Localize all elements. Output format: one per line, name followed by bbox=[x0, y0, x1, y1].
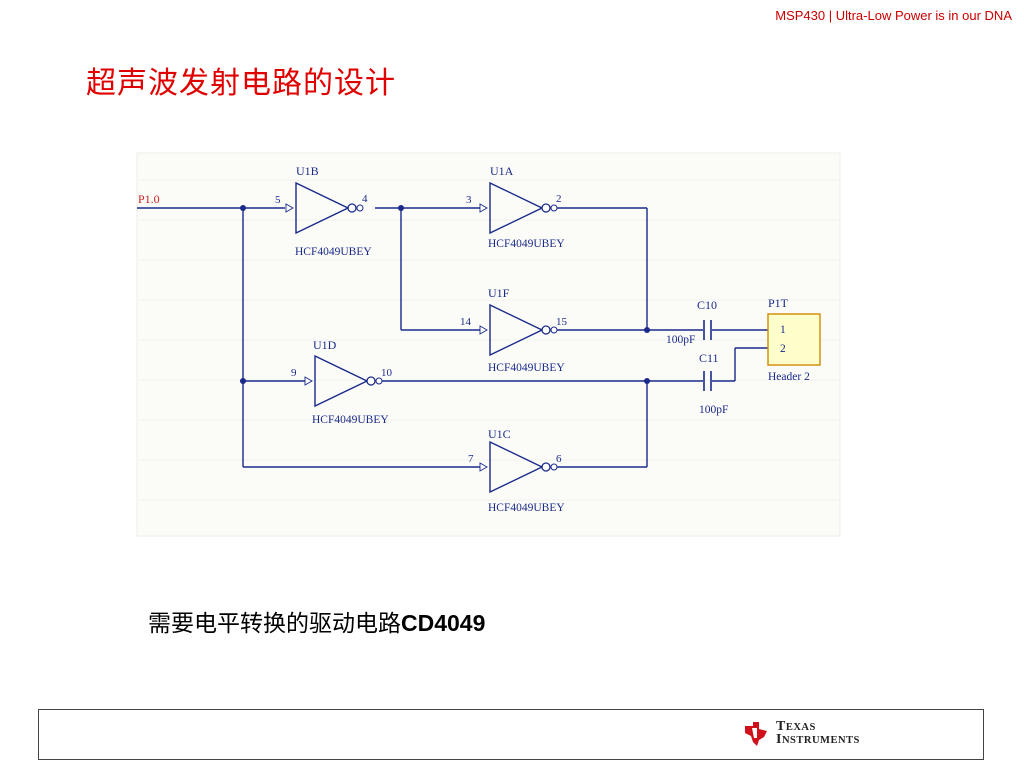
wires bbox=[137, 207, 768, 468]
junction-dot bbox=[398, 205, 404, 211]
junction-dot bbox=[644, 378, 650, 384]
ti-state-icon bbox=[745, 722, 767, 746]
caption: 需要电平转换的驱动电路CD4049 bbox=[148, 604, 485, 638]
header-p1t: P1T 1 2 Header 2 bbox=[767, 296, 821, 383]
header-ref: P1T bbox=[768, 296, 789, 310]
inverter-symbol bbox=[489, 440, 544, 494]
capacitor-value: 100pF bbox=[699, 404, 728, 416]
junction-dot bbox=[240, 378, 246, 384]
net-label-input: P1.0 bbox=[138, 192, 160, 206]
slide-title: 超声波发射电路的设计 bbox=[86, 66, 396, 101]
ti-logo: TEXAS INSTRUMENTS bbox=[742, 720, 860, 748]
pin-in: 14 bbox=[460, 316, 472, 328]
gate-part: HCF4049UBEY bbox=[295, 246, 372, 258]
header-body bbox=[767, 313, 821, 366]
gate-u1f: U1F HCF4049UBEY 14 15 bbox=[460, 286, 568, 374]
pin-out: 15 bbox=[556, 316, 568, 328]
ti-line1: TEXAS bbox=[776, 719, 816, 734]
gate-part: HCF4049UBEY bbox=[488, 238, 565, 250]
caption-text: 需要电平转换的驱动电路 bbox=[148, 611, 401, 637]
capacitor-c11: C11 100pF bbox=[699, 351, 728, 416]
header-pin2: 2 bbox=[780, 343, 786, 355]
pin-in: 5 bbox=[275, 194, 281, 206]
junctions bbox=[240, 205, 650, 384]
gate-u1b: U1B HCF4049UBEY 5 4 bbox=[275, 164, 372, 258]
junction-dot bbox=[644, 327, 650, 333]
gate-part: HCF4049UBEY bbox=[488, 502, 565, 514]
junction-dot bbox=[240, 205, 246, 211]
schematic-grid bbox=[137, 179, 840, 501]
gate-ref: U1C bbox=[488, 427, 511, 441]
schematic-background bbox=[136, 152, 841, 537]
capacitor-ref: C11 bbox=[699, 351, 719, 365]
capacitor-c10: C10 100pF bbox=[666, 298, 717, 346]
pin-out: 2 bbox=[556, 193, 562, 205]
pin-in: 9 bbox=[291, 367, 297, 379]
pin-in: 7 bbox=[468, 453, 474, 465]
pin-out: 10 bbox=[381, 367, 393, 379]
ti-wordmark: TEXAS INSTRUMENTS bbox=[776, 719, 860, 747]
gate-u1c: U1C HCF4049UBEY 7 6 bbox=[468, 427, 565, 514]
capacitor-value: 100pF bbox=[666, 334, 695, 346]
inverter-symbol bbox=[314, 354, 369, 408]
gate-ref: U1B bbox=[296, 164, 319, 178]
inverter-symbol bbox=[489, 303, 544, 357]
pin-in: 3 bbox=[466, 194, 472, 206]
inverter-symbol bbox=[295, 181, 350, 235]
caption-part: CD4049 bbox=[401, 610, 486, 636]
header-pin1: 1 bbox=[780, 324, 786, 336]
pin-out: 4 bbox=[362, 193, 368, 205]
gate-u1a: U1A HCF4049UBEY 3 2 bbox=[466, 164, 565, 250]
header-name: Header 2 bbox=[768, 371, 810, 383]
gate-part: HCF4049UBEY bbox=[488, 362, 565, 374]
header-tagline: MSP430 | Ultra-Low Power is in our DNA bbox=[775, 8, 1012, 23]
gate-u1d: U1D HCF4049UBEY 9 10 bbox=[291, 338, 393, 426]
footer-box bbox=[38, 709, 984, 760]
gate-ref: U1F bbox=[488, 286, 510, 300]
pin-out: 6 bbox=[556, 453, 562, 465]
inverter-symbol bbox=[489, 181, 544, 235]
gate-ref: U1D bbox=[313, 338, 337, 352]
gate-ref: U1A bbox=[490, 164, 514, 178]
gate-part: HCF4049UBEY bbox=[312, 414, 389, 426]
capacitor-ref: C10 bbox=[697, 298, 717, 312]
ti-line2: INSTRUMENTS bbox=[776, 732, 860, 747]
